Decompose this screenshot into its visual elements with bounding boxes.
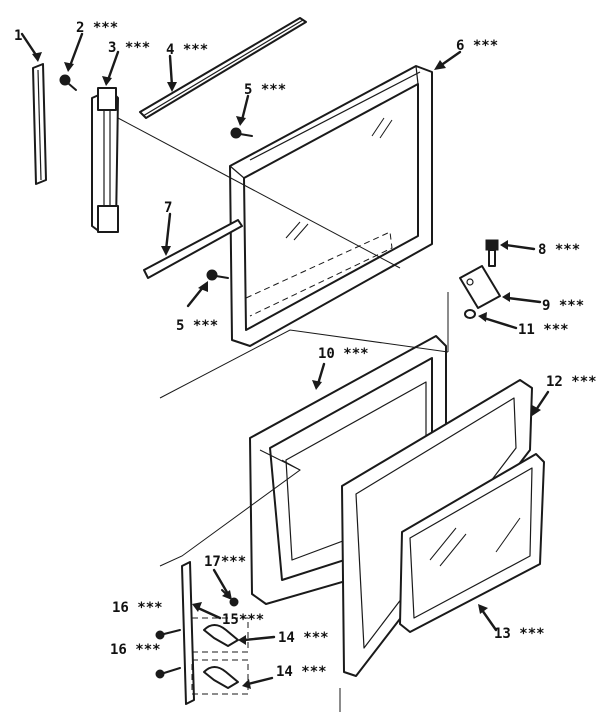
part-16-screw-upper (155, 629, 181, 640)
part-8-hinge-screw (485, 239, 499, 267)
part-1-trim-strip (32, 63, 47, 185)
callout-10: 10 *** (318, 346, 369, 362)
part-3-handle (91, 87, 119, 233)
part-6-outer-door-frame (229, 65, 433, 347)
callout-8: 8 *** (538, 242, 580, 258)
part-2-screw (59, 74, 77, 91)
part-16-screw-lower (155, 667, 181, 679)
callout-9: 9 *** (542, 298, 584, 314)
callout-13: 13 *** (494, 626, 545, 642)
callout-15: 15*** (222, 612, 264, 628)
callout-11: 11 *** (518, 322, 569, 338)
callout-6: 6 *** (456, 38, 498, 54)
callout-14-lower: 14 *** (276, 664, 327, 680)
part-7-bottom-trim (143, 219, 243, 279)
part-5-screw-lower (206, 269, 229, 281)
part-4-top-trim (139, 17, 307, 119)
part-11-washer (464, 309, 476, 319)
part-14-clip-lower (191, 659, 249, 695)
callout-16-upper: 16 *** (112, 600, 163, 616)
callout-3: 3 *** (108, 40, 150, 56)
assembly-lines (117, 117, 449, 712)
callout-2: 2 *** (76, 20, 118, 36)
callout-arrows (20, 32, 550, 689)
callout-labels: 1 2 *** 3 *** 4 *** 5 *** 6 *** 7 5 *** … (14, 20, 597, 680)
callout-12: 12 *** (546, 374, 597, 390)
callout-5-upper: 5 *** (244, 82, 286, 98)
part-9-hinge-bracket (459, 265, 501, 309)
part-13-door-glass (399, 453, 545, 633)
callout-5-lower: 5 *** (176, 318, 218, 334)
callout-4: 4 *** (166, 42, 208, 58)
callout-14-upper: 14 *** (278, 630, 329, 646)
part-14-clip-upper (191, 617, 249, 653)
callout-1: 1 (14, 28, 22, 44)
callout-7: 7 (164, 200, 172, 216)
part-5-screw-upper (230, 127, 253, 139)
callout-16-lower: 16 *** (110, 642, 161, 658)
callout-17: 17*** (204, 554, 246, 570)
